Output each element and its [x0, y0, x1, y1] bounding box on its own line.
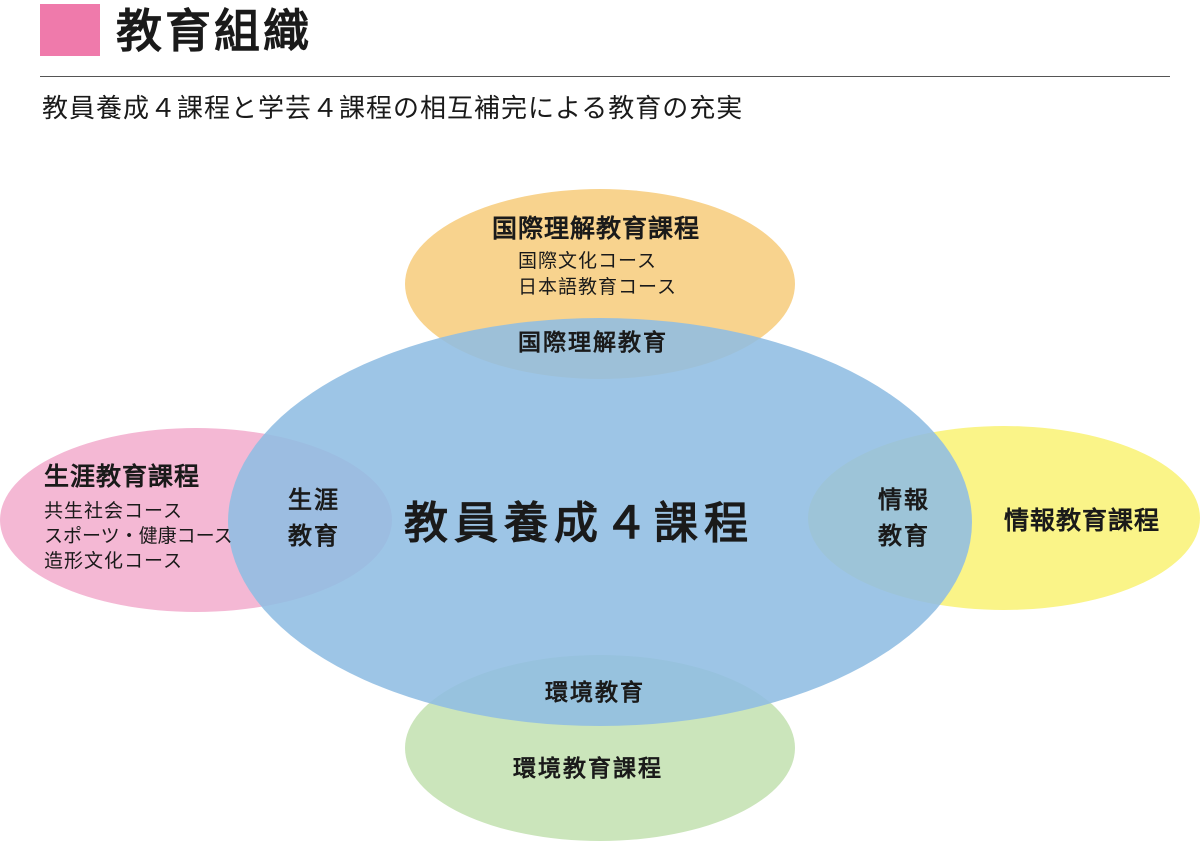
- information-overlap-label: 情報 教育: [878, 482, 930, 554]
- lifelong-course-item: 共生社会コース: [44, 500, 184, 522]
- lifelong-course-item: スポーツ・健康コース: [44, 525, 233, 547]
- international-course-item: 国際文化コース: [518, 250, 658, 272]
- international-course-title: 国際理解教育課程: [492, 214, 701, 243]
- lifelong-course-item: 造形文化コース: [44, 550, 184, 572]
- international-course-item: 日本語教育コース: [518, 276, 678, 298]
- lifelong-overlap-line: 生涯: [288, 486, 340, 514]
- title-accent-block: [40, 4, 100, 56]
- ellipse-teacher-training: [228, 318, 972, 726]
- page-subtitle: 教員養成４課程と学芸４課程の相互補完による教育の充実: [42, 94, 744, 124]
- lifelong-overlap-line: 教育: [288, 522, 340, 550]
- lifelong-course-title: 生涯教育課程: [44, 462, 201, 491]
- header-divider: [40, 76, 1170, 77]
- center-label: 教員養成４課程: [404, 498, 754, 549]
- page-title: 教育組織: [116, 4, 312, 58]
- environment-course-title: 環境教育課程: [513, 756, 663, 782]
- international-overlap-label: 国際理解教育: [518, 330, 668, 356]
- lifelong-overlap-label: 生涯 教育: [288, 482, 340, 554]
- environment-overlap-label: 環境教育: [545, 680, 645, 706]
- information-overlap-line: 情報: [878, 486, 930, 514]
- information-course-title: 情報教育課程: [1004, 506, 1161, 535]
- information-overlap-line: 教育: [878, 522, 930, 550]
